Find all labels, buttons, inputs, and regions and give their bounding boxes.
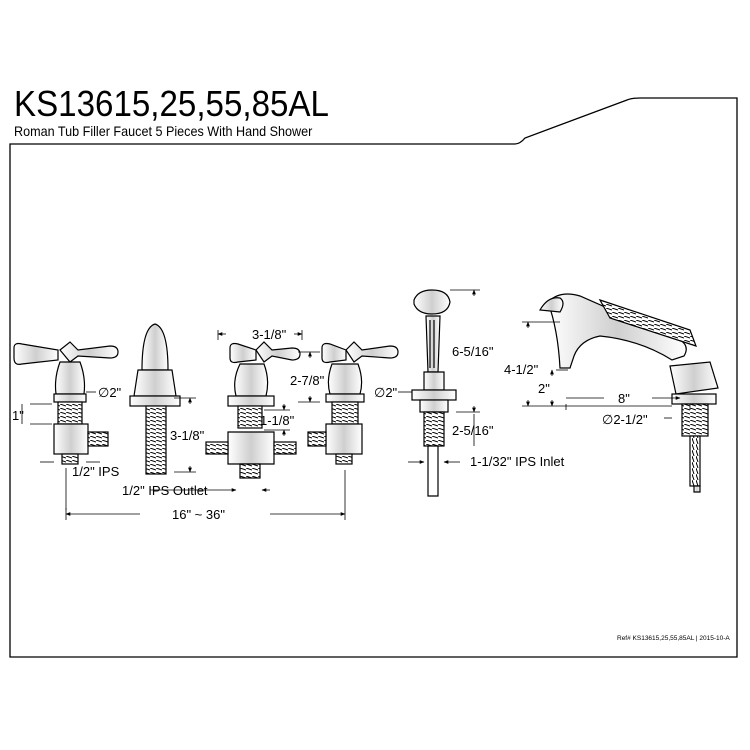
dim-spout-height: 3-1/8": [170, 428, 205, 443]
tub-spout: [539, 293, 719, 493]
dim-shower-dia: ∅2": [374, 385, 398, 400]
dim-spout-lower-height: 2": [538, 381, 550, 396]
dim-shower-shank: 2-5/16": [452, 423, 494, 438]
hand-shower: [411, 289, 457, 497]
dim-outlet: 1/2" IPS Outlet: [122, 483, 208, 498]
dim-left-valve-height: 1": [12, 408, 24, 423]
right-valve: [307, 341, 399, 465]
model-description: Roman Tub Filler Faucet 5 Pieces With Ha…: [14, 123, 313, 139]
dim-spout-total-height: 4-1/2": [504, 362, 539, 377]
dim-spread: 16" ~ 36": [172, 507, 225, 522]
left-valve: [13, 341, 119, 465]
dim-valve-offset: 1-1/8": [260, 413, 295, 428]
dim-shower-height: 6-5/16": [452, 344, 494, 359]
dim-inlet-left: 1/2" IPS: [72, 464, 120, 479]
dim-valve-height: 2-7/8": [290, 373, 325, 388]
dim-spout-base-dia: ∅2-1/2": [602, 412, 648, 427]
dimension-lines: [21, 289, 691, 520]
folder-outline: [9, 97, 738, 658]
dim-spout-reach: 8": [618, 391, 630, 406]
middle-valve: [205, 341, 301, 479]
footer-reference: Ref# KS13615,25,55,85AL | 2015-10-A: [617, 635, 730, 642]
spout: [129, 323, 181, 475]
dim-left-valve-dia: ∅2": [98, 385, 122, 400]
dim-handle-width: 3-1/8": [252, 327, 287, 342]
dim-shower-inlet: 1-1/32" IPS Inlet: [470, 454, 565, 469]
model-title: KS13615,25,55,85AL: [14, 83, 329, 124]
